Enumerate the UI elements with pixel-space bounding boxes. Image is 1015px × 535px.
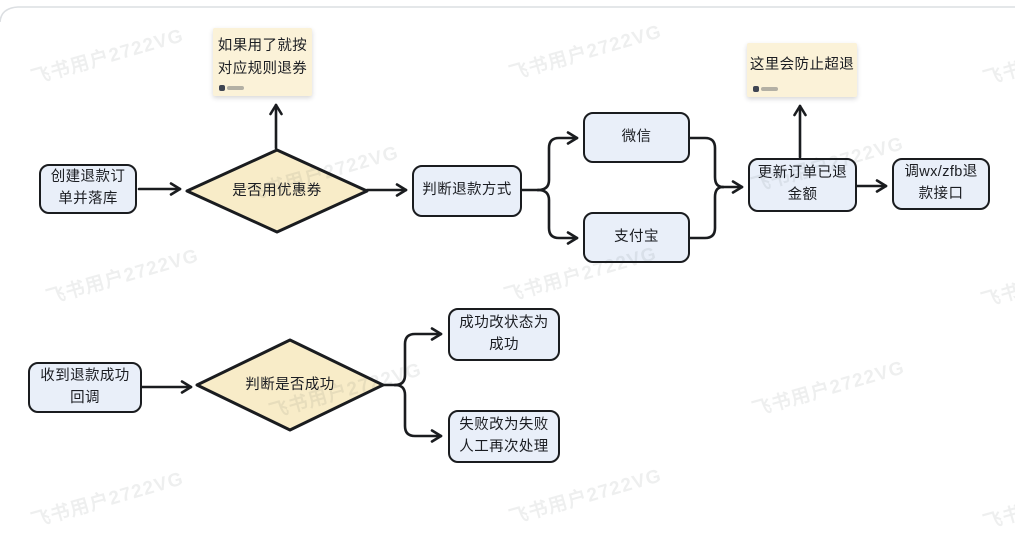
author-name-smudge xyxy=(761,87,778,91)
node-wechat[interactable]: 微信 xyxy=(583,112,690,163)
watermark-text: 飞书用户2722VG xyxy=(28,25,187,90)
arrow-to-fail-box xyxy=(393,383,443,443)
node-fail-manual-handle[interactable]: 失败改为失败 人工再次处理 xyxy=(448,410,560,463)
decision-is-success-label: 判断是否成功 xyxy=(245,377,335,393)
sticky-note-coupon-rule[interactable]: 如果用了就按 对应规则退券 xyxy=(213,28,312,96)
node-label: 创建退款订 单并落库 xyxy=(50,169,126,207)
node-call-refund-api[interactable]: 调wx/zfb退 款接口 xyxy=(892,158,990,210)
watermark-text: 飞书用户2722VG xyxy=(506,465,665,530)
merge-from-alipay xyxy=(688,185,725,240)
decision-is-success[interactable] xyxy=(195,338,385,432)
flow-arrows xyxy=(137,103,888,443)
watermark-text: 飞书用户2722VG xyxy=(266,359,425,424)
node-judge-refund-method[interactable]: 判断退款方式 xyxy=(412,165,522,217)
flowchart-whiteboard: { "watermark": { "text": "飞书用户2722VG", "… xyxy=(0,6,1015,535)
node-label: 判断退款方式 xyxy=(422,182,512,199)
arrow-to-wechat xyxy=(536,131,579,192)
author-avatar-icon xyxy=(219,85,225,91)
merge-from-wechat xyxy=(688,136,725,189)
node-update-refunded-amount[interactable]: 更新订单已退 金额 xyxy=(748,158,857,212)
author-avatar-icon xyxy=(753,86,759,92)
arrow-to-success-box xyxy=(393,327,443,387)
node-success-update-status[interactable]: 成功改状态为 成功 xyxy=(448,308,560,361)
node-label: 微信 xyxy=(621,128,652,145)
author-name-smudge xyxy=(227,86,244,90)
watermark-text: 飞书用户2722VG xyxy=(749,357,908,422)
node-alipay[interactable]: 支付宝 xyxy=(583,212,690,263)
node-label: 成功改状态为 成功 xyxy=(459,314,549,353)
node-label: 收到退款成功 回调 xyxy=(40,367,130,406)
decision-use-coupon-label: 是否用优惠券 xyxy=(232,183,322,199)
note-author-signature xyxy=(219,85,244,91)
watermark-text: 飞书用户2722VG xyxy=(980,26,1015,91)
arrow-to-alipay xyxy=(536,188,579,245)
watermark-text: 飞书用户2722VG xyxy=(28,468,187,533)
note-author-signature xyxy=(753,86,778,92)
decision-use-coupon[interactable] xyxy=(185,148,369,234)
watermark-text: 飞书用户2722VG xyxy=(506,21,665,86)
watermark-text: 飞书用户2722VG xyxy=(43,245,202,310)
watermark-text: 飞书用户2722VG xyxy=(243,142,402,207)
note-text: 这里会防止超退 xyxy=(749,57,855,74)
node-label: 更新订单已退 金额 xyxy=(757,165,848,203)
note-text: 如果用了就按 对应规则退券 xyxy=(217,38,308,77)
watermark-text: 飞书用户2722VG xyxy=(978,248,1015,313)
node-refund-callback[interactable]: 收到退款成功 回调 xyxy=(28,362,142,413)
node-label: 支付宝 xyxy=(614,228,659,245)
node-label: 调wx/zfb退 款接口 xyxy=(904,164,978,202)
node-label: 失败改为失败 人工再次处理 xyxy=(459,416,549,455)
watermark-text: 飞书用户2722VG xyxy=(980,470,1015,535)
node-create-refund-order[interactable]: 创建退款订 单并落库 xyxy=(39,164,137,214)
sticky-note-prevent-over-refund[interactable]: 这里会防止超退 xyxy=(747,43,857,97)
canvas-top-edge xyxy=(0,6,1015,23)
